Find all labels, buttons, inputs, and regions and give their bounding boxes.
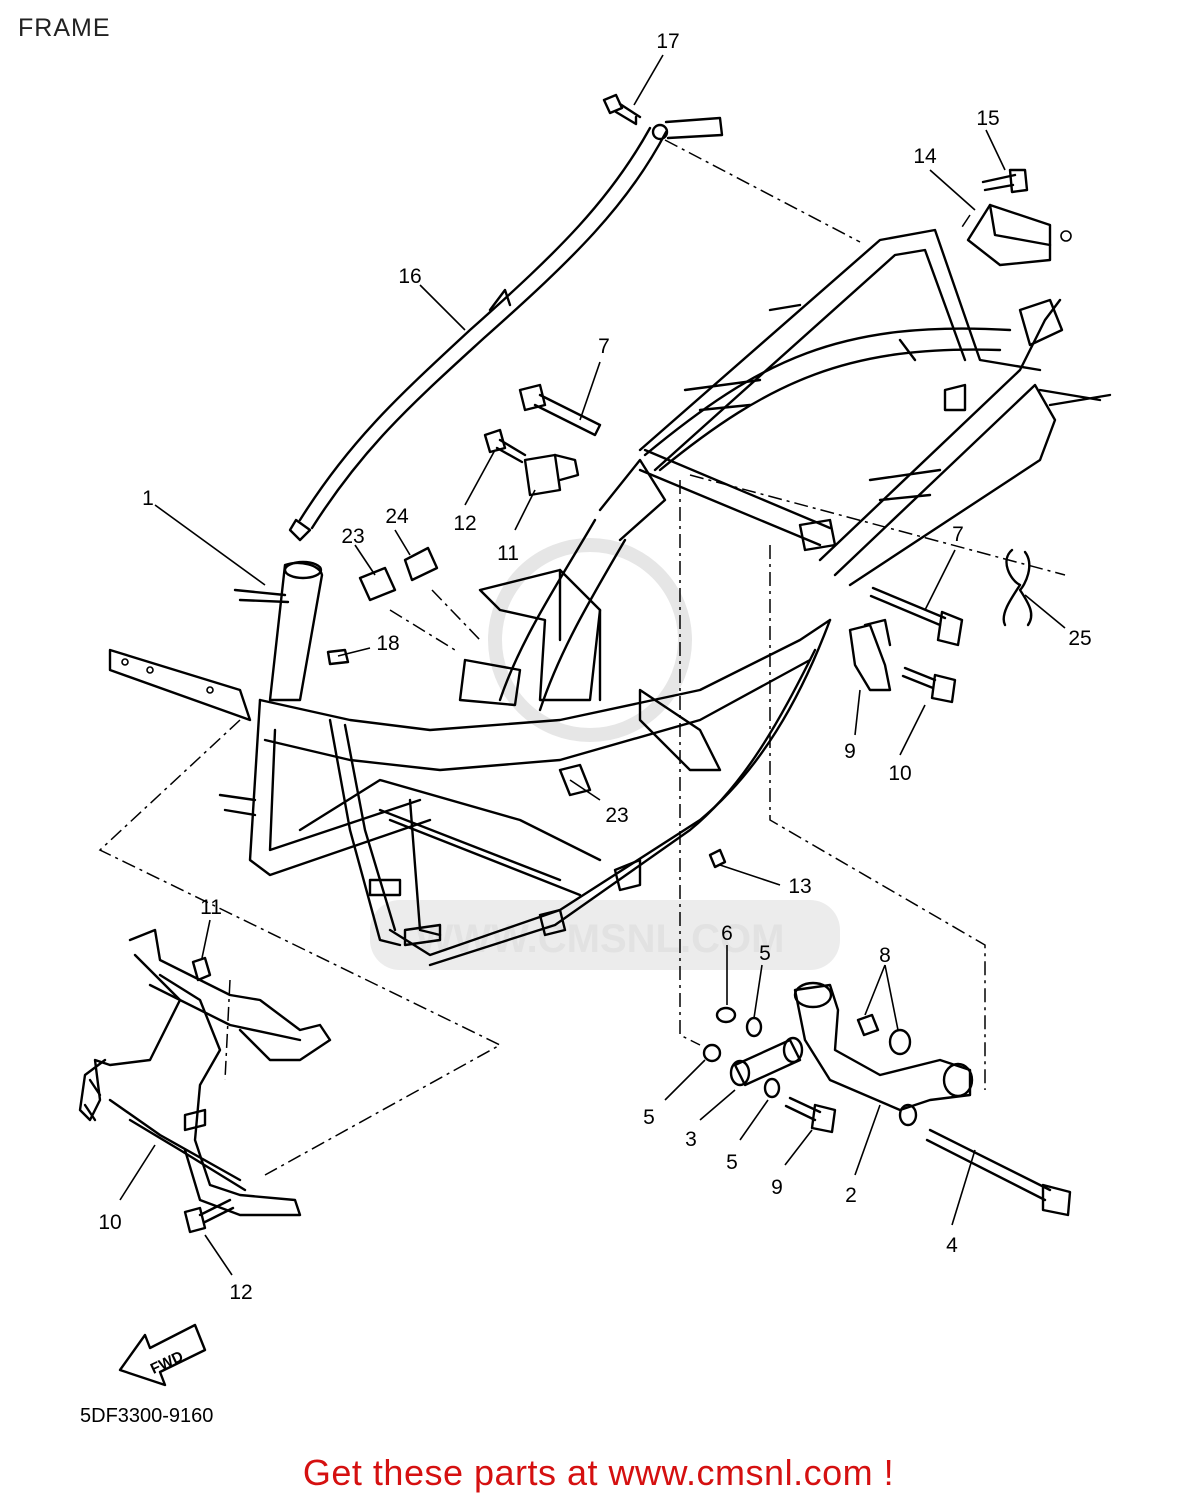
clip-25 [1002,548,1033,627]
bolt-16 [483,428,527,464]
bolt-9 [784,1096,837,1134]
bolt-7-upper [518,383,602,437]
fwd-arrow-icon: FWD [118,1323,207,1387]
collar-6 [715,1006,737,1024]
main-frame [108,228,1112,967]
drawing-code: 5DF3300-9160 [80,1405,213,1427]
bolt-7-lower [869,586,964,647]
callout-5-a: 5 [759,942,771,965]
callout-23-lower: 23 [605,804,628,827]
promo-link[interactable]: Get these parts at www.cmsnl.com ! [302,1452,895,1493]
bracket-10 [78,928,332,1217]
callout-14: 10 [888,762,911,785]
bolt-21 [602,93,642,126]
callout-18: 14 [913,145,937,168]
arm-2 [793,981,974,1127]
pipe-20 [288,116,724,542]
callout-2: 2 [845,1184,857,1207]
callout-19: 15 [976,107,999,130]
bolt-19 [981,168,1029,194]
callout-numbers: 17 15 14 16 7 1 24 23 12 11 7 18 25 9 10… [98,30,1091,1304]
callout-13: 9 [844,740,856,763]
bolt-4 [925,1128,1072,1217]
nut-11 [191,956,212,982]
callout-9: 9 [771,1176,783,1199]
nut-8-a [856,1013,880,1037]
clip-23-lower [558,763,592,797]
washer-5-c [763,1077,781,1099]
assembly-lines [98,139,1066,1176]
callout-12: 12 [229,1281,252,1304]
callout-17: 13 [788,875,811,898]
clip-24 [403,546,439,582]
page-title: FRAME [18,14,111,42]
callout-24: 24 [385,505,409,528]
callout-11: 11 [200,896,222,919]
callout-25: 25 [1068,627,1091,650]
callout-20: 16 [398,265,421,288]
callout-23-upper: 23 [341,525,364,548]
washer-5-b [702,1043,722,1063]
bolt-14 [901,666,957,704]
callout-1: 1 [142,487,154,510]
callout-6: 6 [721,922,733,945]
callout-5-c: 5 [726,1151,738,1174]
callout-7-upper: 7 [598,335,610,358]
fwd-label: FWD [148,1348,186,1378]
nut-17 [708,848,727,869]
bracket-15 [523,453,580,497]
spacer-3 [729,1036,804,1087]
bolt-12 [183,1198,235,1234]
washer-8-b [888,1028,912,1056]
callout-4: 4 [946,1234,958,1257]
pad-22 [326,648,350,666]
callout-7-lower: 7 [952,523,964,546]
bracket-13 [848,618,892,692]
cmsnl-watermark: WWW.CMSNL.COM [370,538,840,970]
clip-23-upper [358,566,397,602]
callout-5-b: 5 [643,1106,655,1129]
callout-8: 8 [879,944,891,967]
callout-22: 18 [376,632,399,655]
leader-lines [119,54,1066,1276]
callout-3: 3 [685,1128,697,1151]
callout-10: 10 [98,1211,121,1234]
washer-5-a [745,1016,763,1038]
bracket-18 [966,203,1072,267]
callout-15: 11 [497,542,519,565]
callout-21: 17 [656,30,679,53]
callout-16: 12 [453,512,476,535]
